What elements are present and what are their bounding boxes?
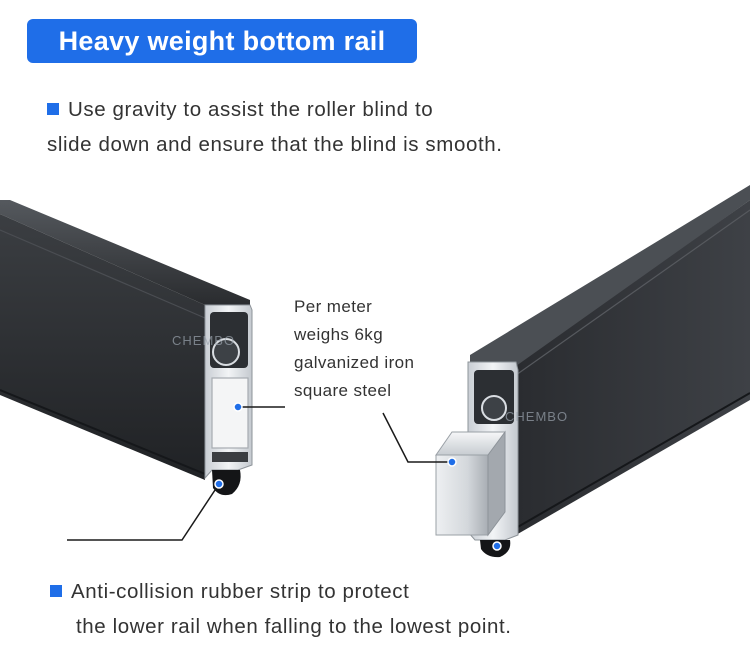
marker-dot-steel-left xyxy=(233,402,243,412)
callout-line1: Per meter xyxy=(294,297,373,316)
marker-dot-steel-right xyxy=(447,457,457,467)
left-rail xyxy=(0,200,253,496)
feature-description-bottom: Anti-collision rubber strip to protect t… xyxy=(50,574,710,644)
feature-description-top: Use gravity to assist the roller blind t… xyxy=(47,92,687,162)
callout-weight: Per meter weighs 6kg galvanized iron squ… xyxy=(294,293,444,405)
marker-dot-rubber-left xyxy=(214,479,224,489)
callout-line2: weighs 6kg xyxy=(294,325,384,344)
feature-top-line2: slide down and ensure that the blind is … xyxy=(47,133,503,156)
callout-line3: galvanized iron xyxy=(294,353,415,372)
watermark-right: CHEMBO xyxy=(505,409,568,424)
bullet-square-icon xyxy=(50,585,62,597)
page-title: Heavy weight bottom rail xyxy=(58,26,386,56)
feature-bottom-line1: Anti-collision rubber strip to protect xyxy=(71,580,410,603)
feature-top-line1: Use gravity to assist the roller blind t… xyxy=(68,98,434,121)
title-badge: Heavy weight bottom rail xyxy=(27,19,417,63)
watermark-left: CHEMBO xyxy=(172,333,235,348)
callout-line4: square steel xyxy=(294,381,392,400)
feature-bottom-line2: the lower rail when falling to the lowes… xyxy=(76,615,512,638)
callout-lines xyxy=(67,406,450,541)
right-rail xyxy=(435,185,750,558)
bullet-square-icon xyxy=(47,103,59,115)
marker-dot-rubber-right xyxy=(492,541,502,551)
